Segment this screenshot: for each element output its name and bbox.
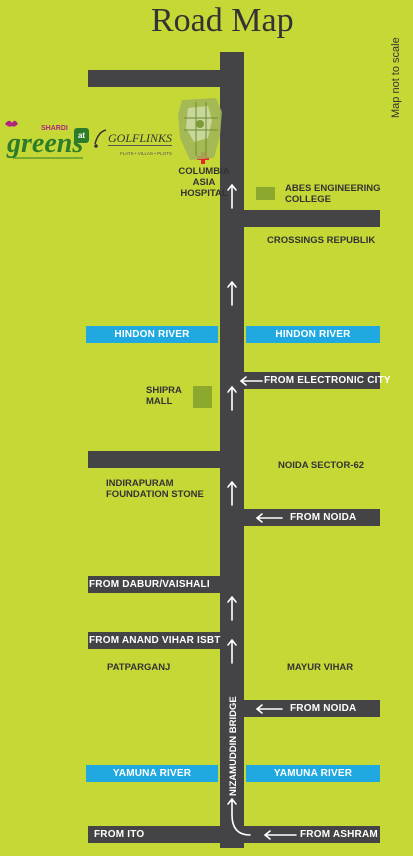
road-label-electronic-city: FROM ELECTRONIC CITY [264,375,391,386]
yamuna-river-right: YAMUNA RIVER [246,765,380,782]
at-badge: at [74,128,89,143]
map-title: Road Map [151,2,294,39]
road-label-noida-bottom: FROM NOIDA [290,703,357,714]
crossings-road [244,210,380,227]
svg-text:NIZAMUDDIN BRIDGE: NIZAMUDDIN BRIDGE [228,696,239,796]
landmark-shipra: SHIPRA MALL [146,385,182,407]
hindon-river-right: HINDON RIVER [246,326,380,343]
svg-text:SHARDI: SHARDI [41,125,68,132]
bridge-label: NIZAMUDDIN BRIDGE [222,690,242,800]
electronic-city-road [244,372,380,389]
road-label-ashram: FROM ASHRAM [300,829,378,840]
abes-marker-icon [256,187,275,200]
at-badge-text: at [77,131,86,140]
indirapuram-road [88,451,220,468]
landmark-abes: ABES ENGINEERING COLLEGE [285,183,381,205]
township-map-image [178,98,224,162]
svg-text:Map not to scale: Map not to scale [390,37,402,118]
landmark-patparganj: PATPARGANJ [107,662,171,673]
road-label-anand-vihar: FROM ANAND VIHAR ISBT [89,635,221,646]
road-label-noida-top: FROM NOIDA [290,512,357,523]
svg-text:FLATS • VILLAS • PLOTS: FLATS • VILLAS • PLOTS [120,151,172,156]
landmark-mayur-vihar: MAYUR VIHAR [287,662,354,673]
scale-note: Map not to scale [388,20,404,120]
golf-links-logo: GOLFLINKS FLATS • VILLAS • PLOTS [92,126,182,160]
top-road [88,70,220,87]
ito-road [88,826,220,843]
road-label-dabur: FROM DABUR/VAISHALI [89,579,210,590]
shipra-mall-marker-icon [193,386,212,408]
yamuna-river-left: YAMUNA RIVER [86,765,218,782]
svg-text:GOLFLINKS: GOLFLINKS [108,131,172,145]
dabur-road [88,576,220,593]
hindon-river-left: HINDON RIVER [86,326,218,343]
svg-text:greens: greens [6,128,83,159]
shardi-greens-logo: SHARDI greens [3,118,101,162]
road-label-ito: FROM ITO [94,829,145,840]
landmark-noida62: NOIDA SECTOR-62 [278,460,365,471]
landmark-indirapuram: INDIRAPURAM FOUNDATION STONE [106,478,204,500]
anand-vihar-road [88,632,220,649]
landmark-hospital: COLUMBIA ASIA HOSPITAL [178,166,230,199]
landmark-crossings: CROSSINGS REPUBLIK [267,235,376,246]
